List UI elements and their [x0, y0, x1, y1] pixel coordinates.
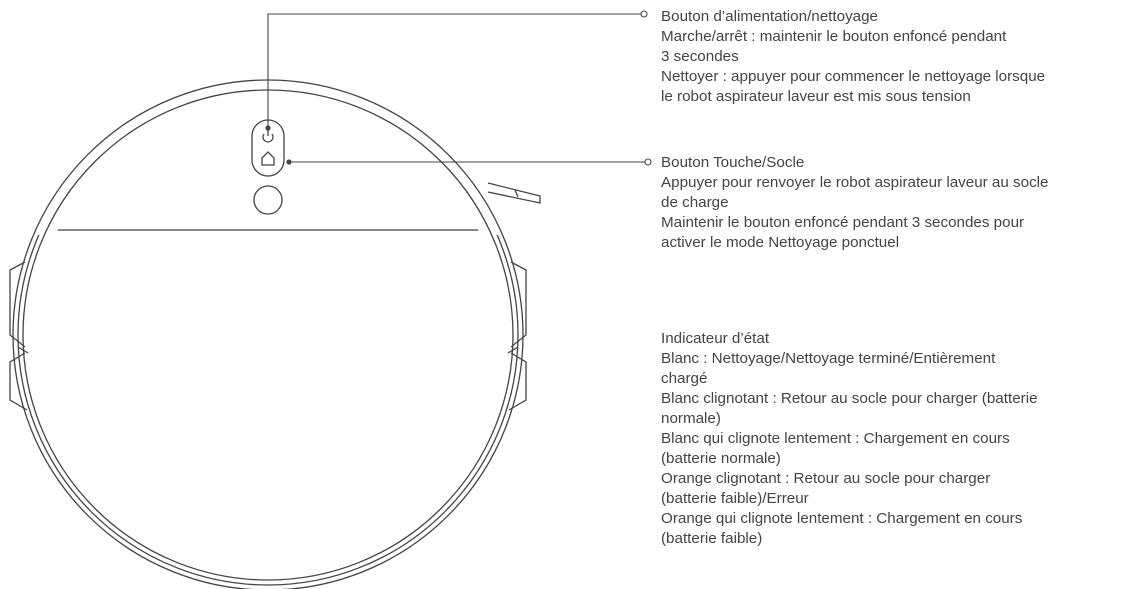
status-indicator: [253, 185, 283, 215]
callout-status-line: Orange clignotant : Retour au socle pour…: [661, 470, 991, 487]
callout-home-line: Maintenir le bouton enfoncé pendant 3 se…: [661, 214, 1025, 231]
callout-status-line: chargé: [661, 370, 708, 387]
callout-status-line: Blanc clignotant : Retour au socle pour …: [661, 390, 1038, 407]
callout-status-line: (batterie faible): [661, 530, 763, 547]
callout-power-line: Nettoyer : appuyer pour commencer le net…: [661, 68, 1046, 85]
side-brush: [487, 182, 541, 204]
callout-end-power: [640, 10, 648, 18]
callout-status-title: Indicateur d’état: [661, 330, 770, 347]
callout-home-line: de charge: [661, 194, 729, 211]
callout-status-line: Blanc qui clignote lentement : Chargemen…: [661, 430, 1010, 447]
callout-home-button: Bouton Touche/Socle Appuyer pour renvoye…: [661, 153, 1049, 253]
home-icon[interactable]: [261, 151, 275, 166]
callout-status-line: Orange qui clignote lentement : Chargeme…: [661, 510, 1023, 527]
left-bumper-detail: [9, 261, 29, 411]
right-bumper-detail: [507, 261, 527, 411]
callout-power-line: Marche/arrêt : maintenir le bouton enfon…: [661, 28, 1007, 45]
callout-dot-power: [265, 125, 271, 131]
callout-status-line: (batterie normale): [661, 450, 781, 467]
callout-status-indicator: Indicateur d’état Blanc : Nettoyage/Nett…: [661, 329, 1038, 549]
callout-power-title: Bouton d’alimentation/nettoyage: [661, 8, 879, 25]
callout-power-line: 3 secondes: [661, 48, 739, 65]
callout-power-line: le robot aspirateur laveur est mis sous …: [661, 88, 971, 105]
callout-home-line: activer le mode Nettoyage ponctuel: [661, 234, 900, 251]
power-icon[interactable]: [262, 130, 274, 143]
callout-home-title: Bouton Touche/Socle: [661, 154, 805, 171]
bumper-groove: [17, 235, 519, 586]
callout-dot-home: [286, 159, 292, 165]
callout-end-home: [644, 158, 652, 166]
callout-status-line: (batterie faible)/Erreur: [661, 490, 809, 507]
callout-status-line: normale): [661, 410, 721, 427]
robot-outer-rim: [12, 79, 524, 589]
callout-line-power: [267, 13, 641, 128]
callout-status-line: Blanc : Nettoyage/Nettoyage terminé/Enti…: [661, 350, 996, 367]
callout-power-button: Bouton d’alimentation/nettoyage Marche/a…: [661, 7, 1045, 107]
robot-top-cover: [22, 89, 514, 581]
callout-home-line: Appuyer pour renvoyer le robot aspirateu…: [661, 174, 1049, 191]
